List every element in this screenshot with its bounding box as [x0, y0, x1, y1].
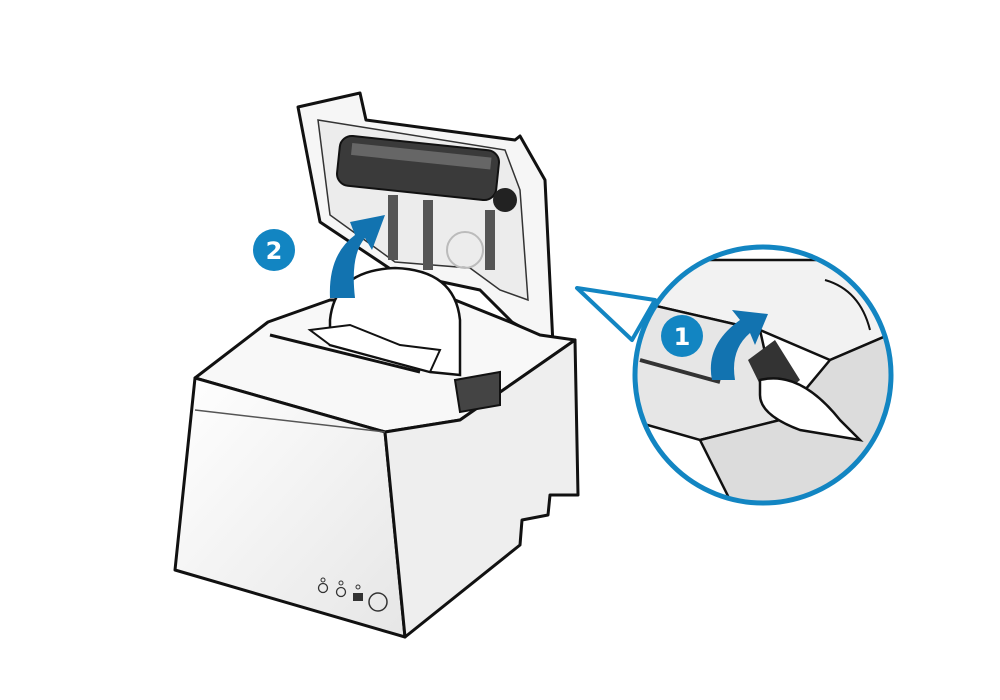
step-2-label: 2 — [266, 237, 283, 265]
feed-button-icon[interactable] — [368, 592, 388, 612]
step-badge-1: 1 — [661, 315, 703, 357]
zoom-callout — [575, 244, 894, 506]
network-icon — [353, 593, 363, 601]
curved-arrow-icon — [329, 215, 385, 298]
error-icon — [335, 586, 347, 598]
front-panel — [317, 577, 388, 612]
printer-cover — [296, 91, 555, 347]
curved-arrow-icon — [710, 310, 768, 380]
step-badge-2: 2 — [253, 229, 295, 271]
step-1-label: 1 — [674, 323, 691, 351]
power-icon — [317, 582, 329, 594]
printer-body — [173, 298, 580, 639]
